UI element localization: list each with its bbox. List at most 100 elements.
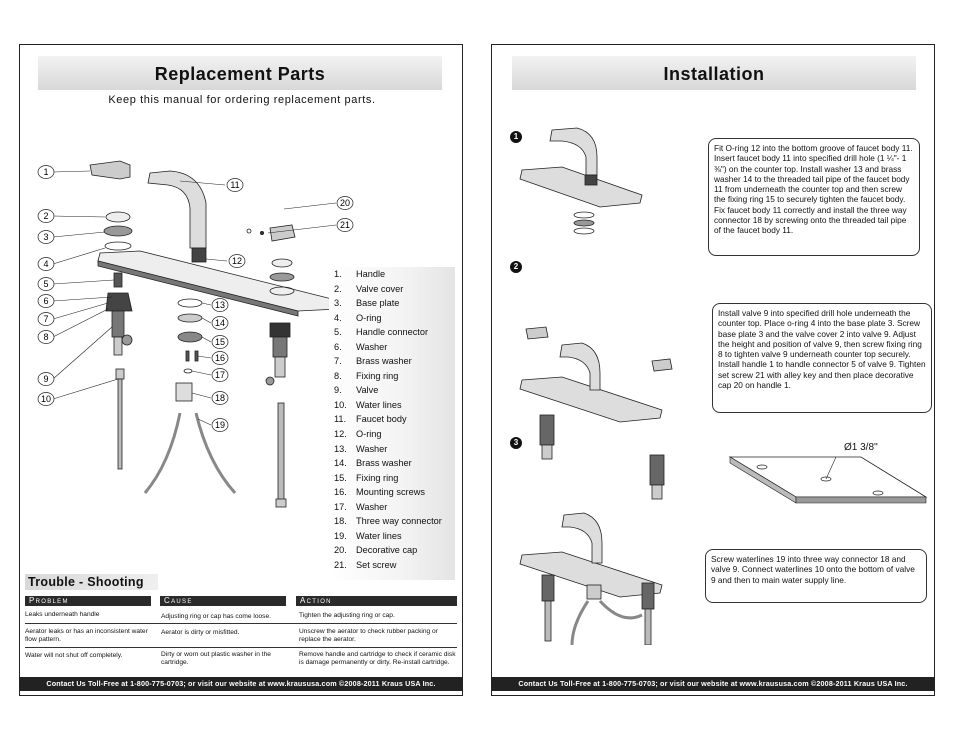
action-cell: Remove handle and cartridge to check if … — [299, 651, 456, 666]
part-number: 16. — [334, 487, 347, 498]
part-name: Handle connector — [356, 327, 429, 338]
part-number: 8. — [334, 370, 342, 381]
callout-circle — [37, 330, 55, 344]
problem-cell: Aerator leaks or has an inconsistent wat… — [25, 628, 148, 643]
part-name: O-ring — [356, 429, 382, 440]
parts-list-item: 11. Faucet body — [329, 412, 455, 427]
callout-circle — [211, 368, 229, 382]
parts-list-item: 4. O-ring — [329, 311, 455, 326]
row-divider — [25, 647, 457, 648]
step-number: 3 — [510, 437, 522, 449]
action-header: Action — [296, 596, 457, 606]
callout-number: 7 — [43, 314, 48, 324]
part-name: Water lines — [356, 399, 402, 410]
part-name: Washer — [356, 341, 388, 352]
parts-list-item: 5. Handle connector — [329, 325, 455, 340]
callout-number: 3 — [43, 232, 48, 242]
parts-list-item: 1. Handle — [329, 267, 455, 282]
callout-circle — [37, 312, 55, 326]
callout-number: 18 — [215, 393, 225, 403]
part-name: Fixing ring — [356, 370, 399, 381]
callout-number: 14 — [215, 318, 225, 328]
parts-list-item: 12.O-ring — [329, 427, 455, 442]
step-number: 2 — [510, 261, 522, 273]
part-name: Water lines — [356, 530, 402, 541]
callout-circle — [37, 257, 55, 271]
cause-cell: Adjusting ring or cap has come loose. — [161, 613, 271, 620]
callout-circle — [37, 165, 55, 179]
part-name: Three way connector — [356, 516, 442, 527]
problem-cell: Leaks underneath handle — [25, 611, 100, 618]
callout-circle — [336, 218, 354, 232]
part-number: 21. — [334, 559, 347, 570]
part-name: Base plate — [356, 298, 400, 309]
parts-list-item: 10. Water lines — [329, 398, 455, 413]
part-number: 10. — [334, 399, 347, 410]
part-number: 5. — [334, 327, 342, 338]
action-cell: Unscrew the aerator to check rubber pack… — [299, 628, 438, 643]
callout-number: 11 — [230, 180, 239, 190]
callout-circle — [226, 178, 244, 192]
part-number: 11. — [334, 414, 347, 425]
replacement-parts-page: Replacement Parts Keep this manual for o… — [19, 44, 463, 696]
part-name: Washer — [356, 501, 388, 512]
part-number: 7. — [334, 356, 342, 367]
part-name: O-ring — [356, 312, 382, 323]
callout-circle — [228, 254, 246, 268]
callout-number: 12 — [232, 256, 242, 266]
part-number: 4. — [334, 312, 342, 323]
parts-list-item: 2. Valve cover — [329, 282, 455, 297]
callout-number: 20 — [340, 198, 350, 208]
callout-number: 10 — [41, 394, 51, 404]
part-number: 20. — [334, 545, 347, 556]
page-title: Installation — [663, 64, 765, 84]
part-number: 19. — [334, 530, 347, 541]
base-plate-drawing — [728, 456, 928, 504]
page-title: Replacement Parts — [154, 64, 326, 84]
callout-number: 19 — [215, 420, 225, 430]
parts-list-item: 13.Washer — [329, 442, 455, 457]
step-number: 1 — [510, 131, 522, 143]
callout-number: 5 — [43, 279, 48, 289]
cause-cell: Dirty or worn out plastic washer in the … — [161, 651, 271, 666]
row-divider — [25, 623, 457, 624]
callout-number: 8 — [43, 332, 48, 342]
callout-number: 21 — [340, 220, 350, 230]
callout-number: 9 — [43, 374, 48, 384]
part-name: Handle — [356, 269, 386, 279]
installation-page: Installation 1 2 3 — [491, 44, 935, 696]
hole-diameter-label: Ø1 3/8'' — [844, 442, 878, 453]
part-name: Washer — [356, 443, 388, 454]
callout-number: 15 — [215, 337, 225, 347]
part-number: 15. — [334, 472, 347, 483]
callout-circle — [211, 351, 229, 365]
part-name: Mounting screws — [356, 487, 425, 498]
part-number: 1. — [334, 269, 342, 279]
callout-circle — [37, 294, 55, 308]
part-name: Faucet body — [356, 414, 407, 425]
step-2-instructions: Install valve 9 into specified drill hol… — [712, 303, 932, 413]
callout-number: 4 — [43, 259, 48, 269]
callout-circle — [211, 298, 229, 312]
part-name: Valve — [356, 385, 379, 396]
contact-footer: Contact Us Toll-Free at 1-800-775-0703; … — [492, 677, 934, 691]
callout-circle — [37, 392, 55, 406]
callout-number: 16 — [215, 353, 225, 363]
parts-list-item: 15.Fixing ring — [329, 471, 455, 486]
installation-diagrams — [519, 127, 673, 645]
page-subtitle: Keep this manual for ordering replacemen… — [108, 94, 376, 106]
part-number: 2. — [334, 283, 342, 294]
callout-circle — [37, 230, 55, 244]
part-number: 14. — [334, 458, 347, 469]
part-name: Valve cover — [356, 283, 404, 294]
parts-list-item: 18.Three way connector — [329, 514, 455, 529]
part-number: 17. — [334, 501, 347, 512]
cause-header: Cause — [160, 596, 286, 606]
part-number: 9. — [334, 385, 342, 396]
part-name: Brass washer — [356, 458, 412, 469]
part-name: Brass washer — [356, 356, 412, 367]
part-number: 3. — [334, 298, 342, 309]
parts-list-item: 19. Water lines — [329, 529, 455, 544]
parts-list-item: 21.Set screw — [329, 558, 455, 573]
parts-list-item: 14. Brass washer — [329, 456, 455, 471]
